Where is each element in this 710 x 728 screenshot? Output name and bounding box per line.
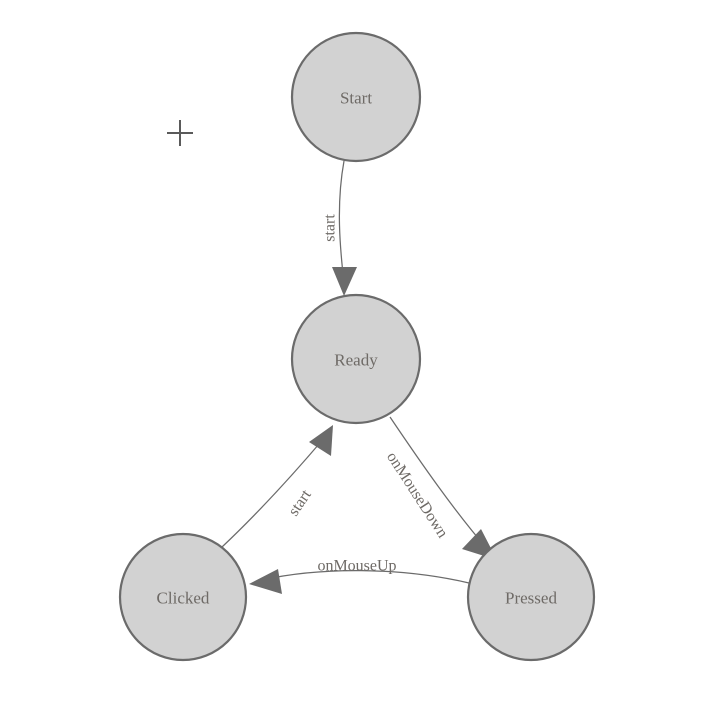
edge-label-pressed-to-clicked: onMouseUp	[317, 558, 396, 575]
state-node-clicked[interactable]: Clicked	[118, 532, 248, 662]
edge-label-clicked-to-ready: start	[285, 486, 315, 519]
edge-start-to-ready[interactable]: start	[322, 160, 358, 296]
edge-pressed-to-clicked-path	[261, 569, 470, 584]
edge-start-to-ready-arrowhead	[332, 267, 357, 296]
edge-clicked-to-ready-path	[221, 436, 326, 548]
state-node-start[interactable]: Start	[290, 31, 422, 163]
edge-start-to-ready-path	[338, 160, 345, 284]
state-node-ready[interactable]: Ready	[290, 293, 422, 425]
state-node-clicked-label: Clicked	[157, 589, 210, 608]
edge-label-start-to-ready: start	[322, 214, 339, 242]
edge-label-ready-to-pressed: onMouseDown	[383, 449, 451, 541]
edge-clicked-to-ready[interactable]: start	[221, 425, 333, 548]
state-node-start-label: Start	[340, 89, 372, 108]
state-node-pressed-label: Pressed	[505, 589, 557, 608]
state-node-ready-circle[interactable]	[290, 293, 422, 425]
edge-clicked-to-ready-arrowhead	[309, 425, 333, 456]
edge-ready-to-pressed[interactable]: onMouseDown	[383, 416, 497, 560]
state-node-start-circle[interactable]	[290, 31, 422, 163]
state-node-clicked-circle[interactable]	[118, 532, 248, 662]
crosshair-marker-icon	[167, 120, 193, 146]
edge-pressed-to-clicked-arrowhead	[249, 569, 282, 594]
state-node-pressed-circle[interactable]	[466, 532, 596, 662]
state-node-ready-label: Ready	[334, 351, 378, 370]
edge-pressed-to-clicked[interactable]: onMouseUp	[249, 558, 470, 595]
state-node-pressed[interactable]: Pressed	[466, 532, 596, 662]
